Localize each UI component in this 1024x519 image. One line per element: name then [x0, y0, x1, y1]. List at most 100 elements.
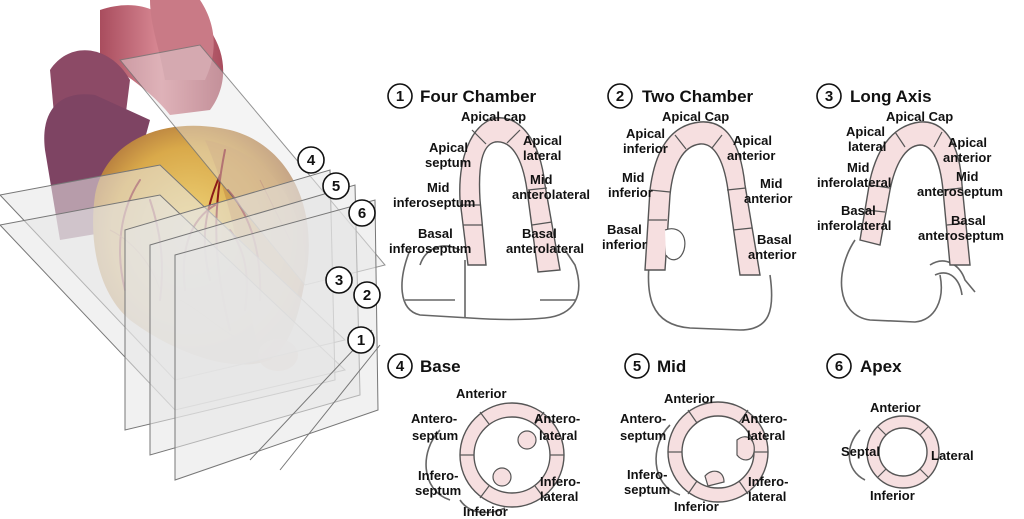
segment-label: Basal [841, 203, 876, 218]
segment-label: Antero- [620, 411, 666, 426]
slice-planes [0, 44, 386, 481]
segment-label: anterior [744, 191, 792, 206]
view-number: 4 [396, 358, 405, 375]
view-base: 4 Base Anterior Antero- septum Antero- l… [387, 353, 580, 519]
segment-label: anterior [727, 148, 775, 163]
segment-label: anterior [727, 148, 775, 163]
segment-label: anteroseptum [918, 228, 1004, 243]
segment-label: Basal [522, 226, 557, 241]
segment-label: lateral [848, 139, 886, 154]
segment-label: inferior [623, 141, 668, 156]
segment-label: Basal [951, 213, 986, 228]
segment-label: anterolateral [512, 187, 590, 202]
segment-label: septum [620, 428, 666, 443]
segment-label: Basal [418, 226, 453, 241]
segment-label: inferolateral [817, 175, 891, 190]
segment-label: inferoseptum [393, 195, 475, 210]
segment-label: inferolateral [817, 175, 891, 190]
segment-label: Apical [523, 133, 562, 148]
segment-label: Antero- [534, 411, 580, 426]
segment-label: Mid [956, 169, 978, 184]
segment-label: Infero- [627, 467, 667, 482]
plane-markers: 4 5 6 3 2 1 [297, 146, 381, 354]
view-number: 3 [825, 88, 833, 105]
view-long-axis: 3 Long Axis Apical Cap Apical lateral Ap… [816, 83, 1004, 323]
segment-label: anteroseptum [918, 228, 1004, 243]
view-number: 4 [307, 152, 316, 169]
segment-label: Infero- [418, 468, 458, 483]
segment-label: Infero- [418, 468, 458, 483]
view-title: Two Chamber [642, 87, 754, 106]
segment-label: Antero- [741, 411, 787, 426]
segment-label: Apical [429, 140, 468, 155]
segment-label: septum [415, 483, 461, 498]
segment-label: Lateral [931, 448, 974, 463]
segment-label: Infero- [627, 467, 667, 482]
segment-label: lateral [748, 489, 786, 504]
view-title: Base [420, 357, 461, 376]
view-apex: 6 Apex Anterior Septal Lateral Inferior [826, 353, 974, 503]
segment-label: Infero- [540, 474, 580, 489]
segment-label: Antero- [411, 411, 457, 426]
segment-label: anterolateral [506, 241, 584, 256]
plane-marker-2: 2 [353, 281, 381, 309]
view-number: 1 [357, 332, 365, 349]
plane-marker-1: 1 [347, 326, 375, 354]
segment-label: Mid [622, 170, 644, 185]
segment-label: Mid [427, 180, 449, 195]
segment-label: Basal [757, 232, 792, 247]
view-number: 5 [332, 178, 340, 195]
segment-label: inferior [602, 237, 647, 252]
segment-label: anterior [748, 247, 796, 262]
view-number: 3 [335, 272, 343, 289]
segment-label: septum [415, 483, 461, 498]
segment-label: septum [412, 428, 458, 443]
segment-label: lateral [747, 428, 785, 443]
segment-label: septum [624, 482, 670, 497]
segment-label: inferolateral [817, 218, 891, 233]
view-four-chamber: 1 Four Chamber Apical cap Apical septum … [387, 83, 590, 321]
view-title: Mid [657, 357, 686, 376]
segment-label: Anterior [456, 386, 507, 401]
segment-label: Apical [846, 124, 885, 139]
segment-label: Basal [607, 222, 642, 237]
segment-label: Mid [956, 169, 978, 184]
segment-label: inferoseptum [389, 241, 471, 256]
segment-label: Apical [429, 140, 468, 155]
segment-label: Apical [626, 126, 665, 141]
segment-label: septum [425, 155, 471, 170]
plane-marker-6: 6 [348, 199, 376, 227]
view-number: 1 [396, 88, 404, 105]
view-number: 2 [616, 88, 624, 105]
segment-label: Apical Cap [886, 109, 953, 124]
segment-label: lateral [540, 489, 578, 504]
segment-label: Antero- [534, 411, 580, 426]
segment-label: septum [412, 428, 458, 443]
segment-label: Infero- [748, 474, 788, 489]
segment-label: Inferior [870, 488, 915, 503]
segment-label: Anterior [664, 391, 715, 406]
view-mid: 5 Mid Anterior Antero- septum Antero- la… [620, 353, 788, 514]
segment-label: anteroseptum [917, 184, 1003, 199]
segment-label: septum [624, 482, 670, 497]
segment-label: anterior [744, 191, 792, 206]
segment-label: Apical cap [461, 109, 526, 124]
segment-label: Apical [846, 124, 885, 139]
segment-label: Antero- [411, 411, 457, 426]
segment-label: Mid [760, 176, 782, 191]
segment-label: lateral [539, 428, 577, 443]
segment-label: anterolateral [506, 241, 584, 256]
view-title: Apex [860, 357, 902, 376]
segment-label: Inferior [674, 499, 719, 514]
view-number: 2 [363, 287, 371, 304]
segment-label: Antero- [741, 411, 787, 426]
segment-label: Basal [951, 213, 986, 228]
segment-label: Mid [622, 170, 644, 185]
plane-marker-4: 4 [297, 146, 325, 174]
segment-label: anterolateral [512, 187, 590, 202]
plane-marker-3: 3 [325, 266, 353, 294]
segment-label: Basal [607, 222, 642, 237]
segment-label: Apical [733, 133, 772, 148]
segment-label: inferolateral [817, 218, 891, 233]
